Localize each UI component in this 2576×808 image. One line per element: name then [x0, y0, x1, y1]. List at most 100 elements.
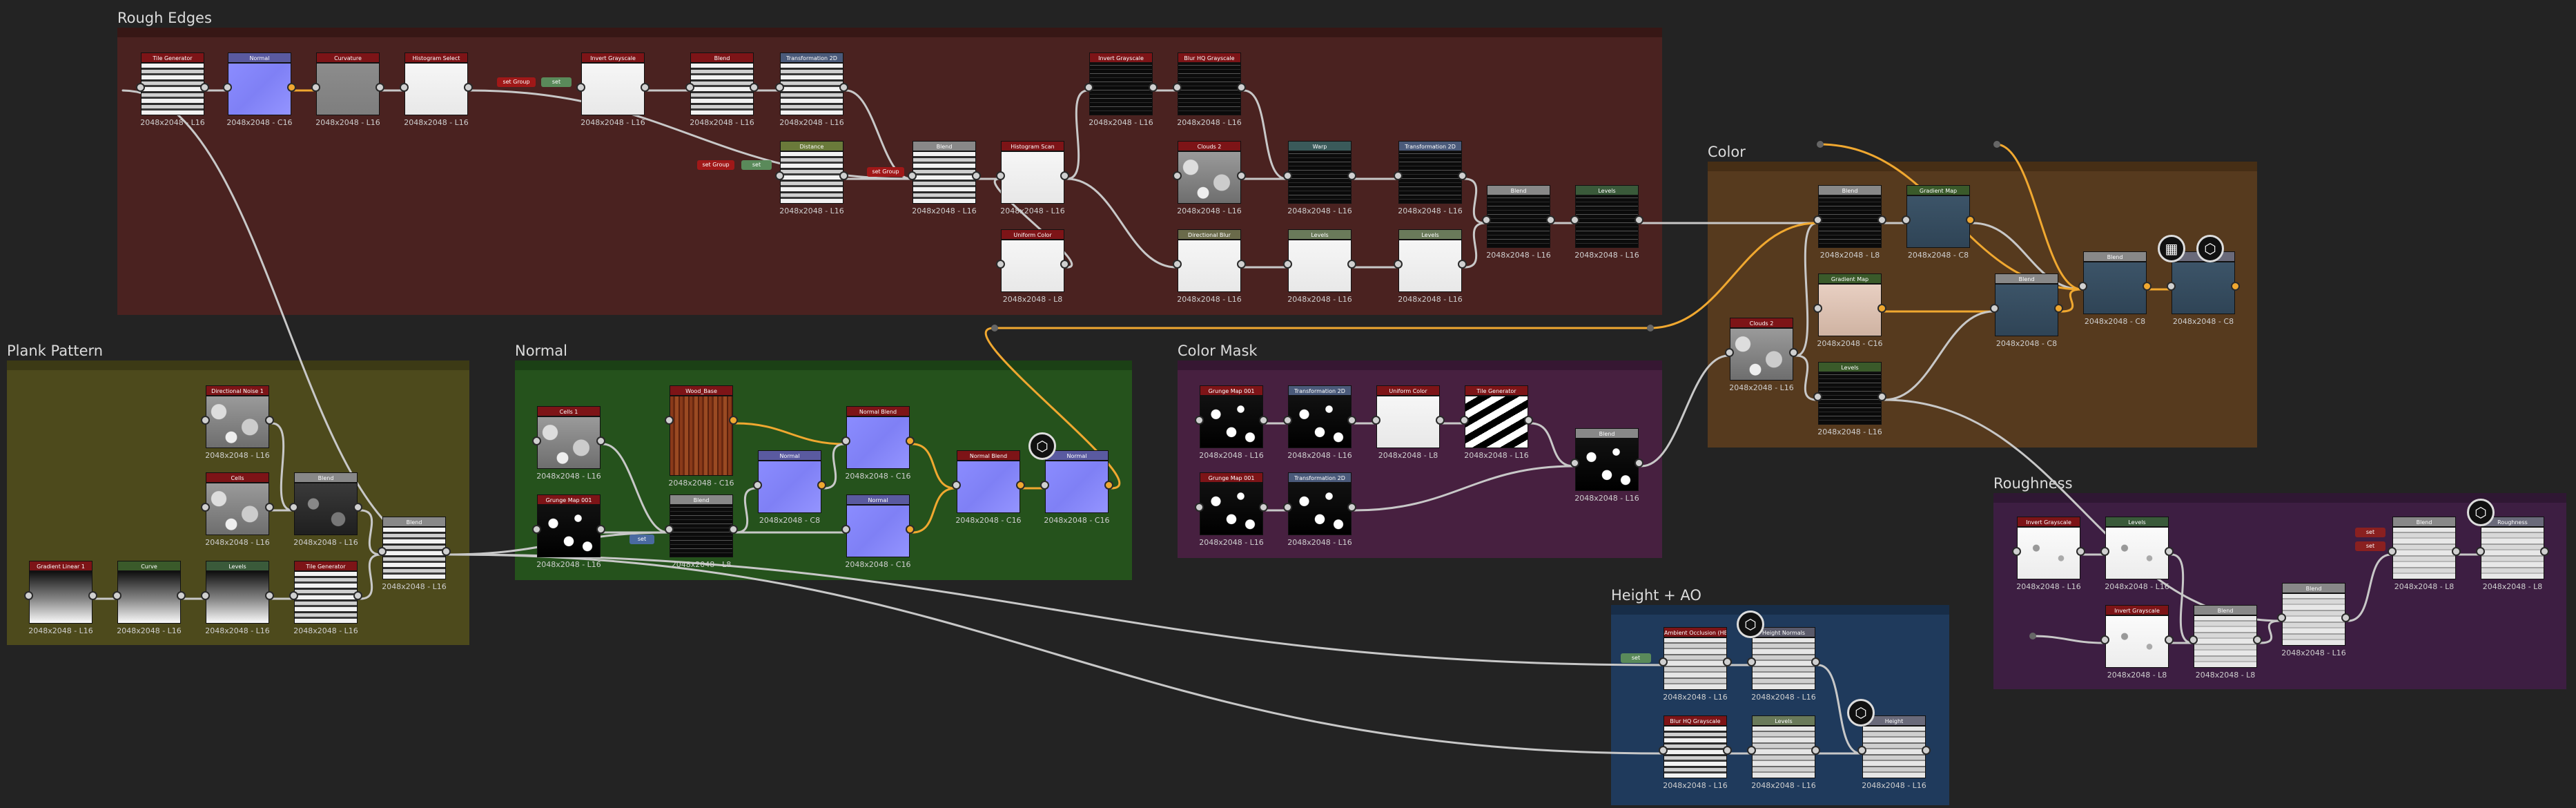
node-port[interactable]	[532, 436, 541, 445]
node-port[interactable]	[775, 83, 784, 92]
node-port[interactable]	[972, 171, 981, 180]
set-pill[interactable]: set	[741, 160, 772, 170]
node-port[interactable]	[1546, 215, 1555, 224]
node-port[interactable]	[1635, 215, 1643, 224]
node-port[interactable]	[1458, 171, 1467, 180]
node-port[interactable]	[1237, 171, 1246, 180]
node-port[interactable]	[2100, 547, 2109, 556]
set-group-pill[interactable]: set Group	[867, 167, 904, 177]
node-port[interactable]	[906, 436, 915, 445]
node-port[interactable]	[641, 83, 650, 92]
node-port[interactable]	[201, 591, 210, 600]
node-port[interactable]	[1659, 657, 1668, 666]
node-port[interactable]	[464, 83, 473, 92]
node-port[interactable]	[1195, 503, 1204, 512]
node-port[interactable]	[353, 591, 362, 600]
node-port[interactable]	[906, 525, 915, 534]
node-port[interactable]	[2143, 282, 2151, 291]
node-port[interactable]	[24, 591, 33, 600]
cube-icon[interactable]: ⬡	[1847, 699, 1875, 727]
set-pill[interactable]: set	[2355, 541, 2385, 551]
node-port[interactable]	[1173, 171, 1182, 180]
node-port[interactable]	[2054, 304, 2063, 313]
node-port[interactable]	[1811, 746, 1820, 755]
node-port[interactable]	[2452, 547, 2461, 556]
node-port[interactable]	[201, 416, 210, 425]
node-port[interactable]	[908, 171, 917, 180]
node-port[interactable]	[265, 591, 274, 600]
node-port[interactable]	[729, 525, 738, 534]
node-port[interactable]	[311, 83, 320, 92]
node-port[interactable]	[442, 547, 451, 556]
node-port[interactable]	[1394, 260, 1403, 269]
node-port[interactable]	[1922, 746, 1931, 755]
node-port[interactable]	[753, 481, 762, 490]
node-port[interactable]	[1570, 215, 1579, 224]
node-port[interactable]	[289, 503, 298, 512]
node-port[interactable]	[839, 83, 848, 92]
node-port[interactable]	[1259, 416, 1268, 425]
node-port[interactable]	[596, 525, 605, 534]
node-port[interactable]	[1237, 260, 1246, 269]
node-port[interactable]	[1747, 746, 1756, 755]
set-group-pill[interactable]: set Group	[697, 160, 734, 170]
node-port[interactable]	[2167, 282, 2176, 291]
node-port[interactable]	[1104, 481, 1113, 490]
node-port[interactable]	[1723, 657, 1732, 666]
node-port[interactable]	[1283, 171, 1292, 180]
node-port[interactable]	[1394, 171, 1403, 180]
set-pill[interactable]: set	[1621, 653, 1651, 663]
node-port[interactable]	[1570, 459, 1579, 468]
node-port[interactable]	[1436, 416, 1445, 425]
node-port[interactable]	[1283, 416, 1292, 425]
node-port[interactable]	[1458, 260, 1467, 269]
node-port[interactable]	[2165, 547, 2174, 556]
frame-normal[interactable]	[515, 360, 1132, 580]
node-port[interactable]	[1173, 83, 1182, 92]
node-port[interactable]	[2165, 635, 2174, 644]
node-port[interactable]	[375, 83, 384, 92]
node-port[interactable]	[113, 591, 121, 600]
node-port[interactable]	[1347, 260, 1356, 269]
node-port[interactable]	[775, 171, 784, 180]
reroute-dot[interactable]	[1647, 325, 1654, 331]
checker-icon[interactable]: ▦	[2158, 235, 2185, 262]
node-port[interactable]	[136, 83, 145, 92]
node-port[interactable]	[353, 503, 362, 512]
node-port[interactable]	[1347, 416, 1356, 425]
node-port[interactable]	[532, 525, 541, 534]
node-port[interactable]	[1877, 304, 1886, 313]
node-port[interactable]	[1659, 746, 1668, 755]
node-port[interactable]	[177, 591, 186, 600]
node-port[interactable]	[287, 83, 296, 92]
node-port[interactable]	[223, 83, 232, 92]
node-port[interactable]	[378, 547, 387, 556]
node-port[interactable]	[2078, 282, 2087, 291]
node-port[interactable]	[1813, 215, 1822, 224]
set-pill[interactable]: set	[630, 535, 654, 544]
node-port[interactable]	[1747, 657, 1756, 666]
node-port[interactable]	[201, 503, 210, 512]
node-port[interactable]	[2231, 282, 2240, 291]
reroute-dot[interactable]	[991, 325, 998, 331]
reroute-dot[interactable]	[2029, 633, 2036, 639]
node-port[interactable]	[2253, 635, 2262, 644]
node-port[interactable]	[750, 83, 759, 92]
node-port[interactable]	[2476, 547, 2485, 556]
node-port[interactable]	[1040, 481, 1049, 490]
node-port[interactable]	[596, 436, 605, 445]
node-port[interactable]	[200, 83, 209, 92]
node-port[interactable]	[1877, 392, 1886, 401]
node-port[interactable]	[1347, 171, 1356, 180]
node-port[interactable]	[1966, 215, 1975, 224]
node-port[interactable]	[1877, 215, 1886, 224]
node-port[interactable]	[1149, 83, 1158, 92]
node-port[interactable]	[1635, 459, 1643, 468]
node-port[interactable]	[1524, 416, 1533, 425]
node-port[interactable]	[1259, 503, 1268, 512]
node-port[interactable]	[2277, 613, 2286, 622]
node-port[interactable]	[265, 503, 274, 512]
set-pill[interactable]: set	[541, 77, 572, 87]
node-port[interactable]	[996, 171, 1005, 180]
node-port[interactable]	[665, 416, 674, 425]
